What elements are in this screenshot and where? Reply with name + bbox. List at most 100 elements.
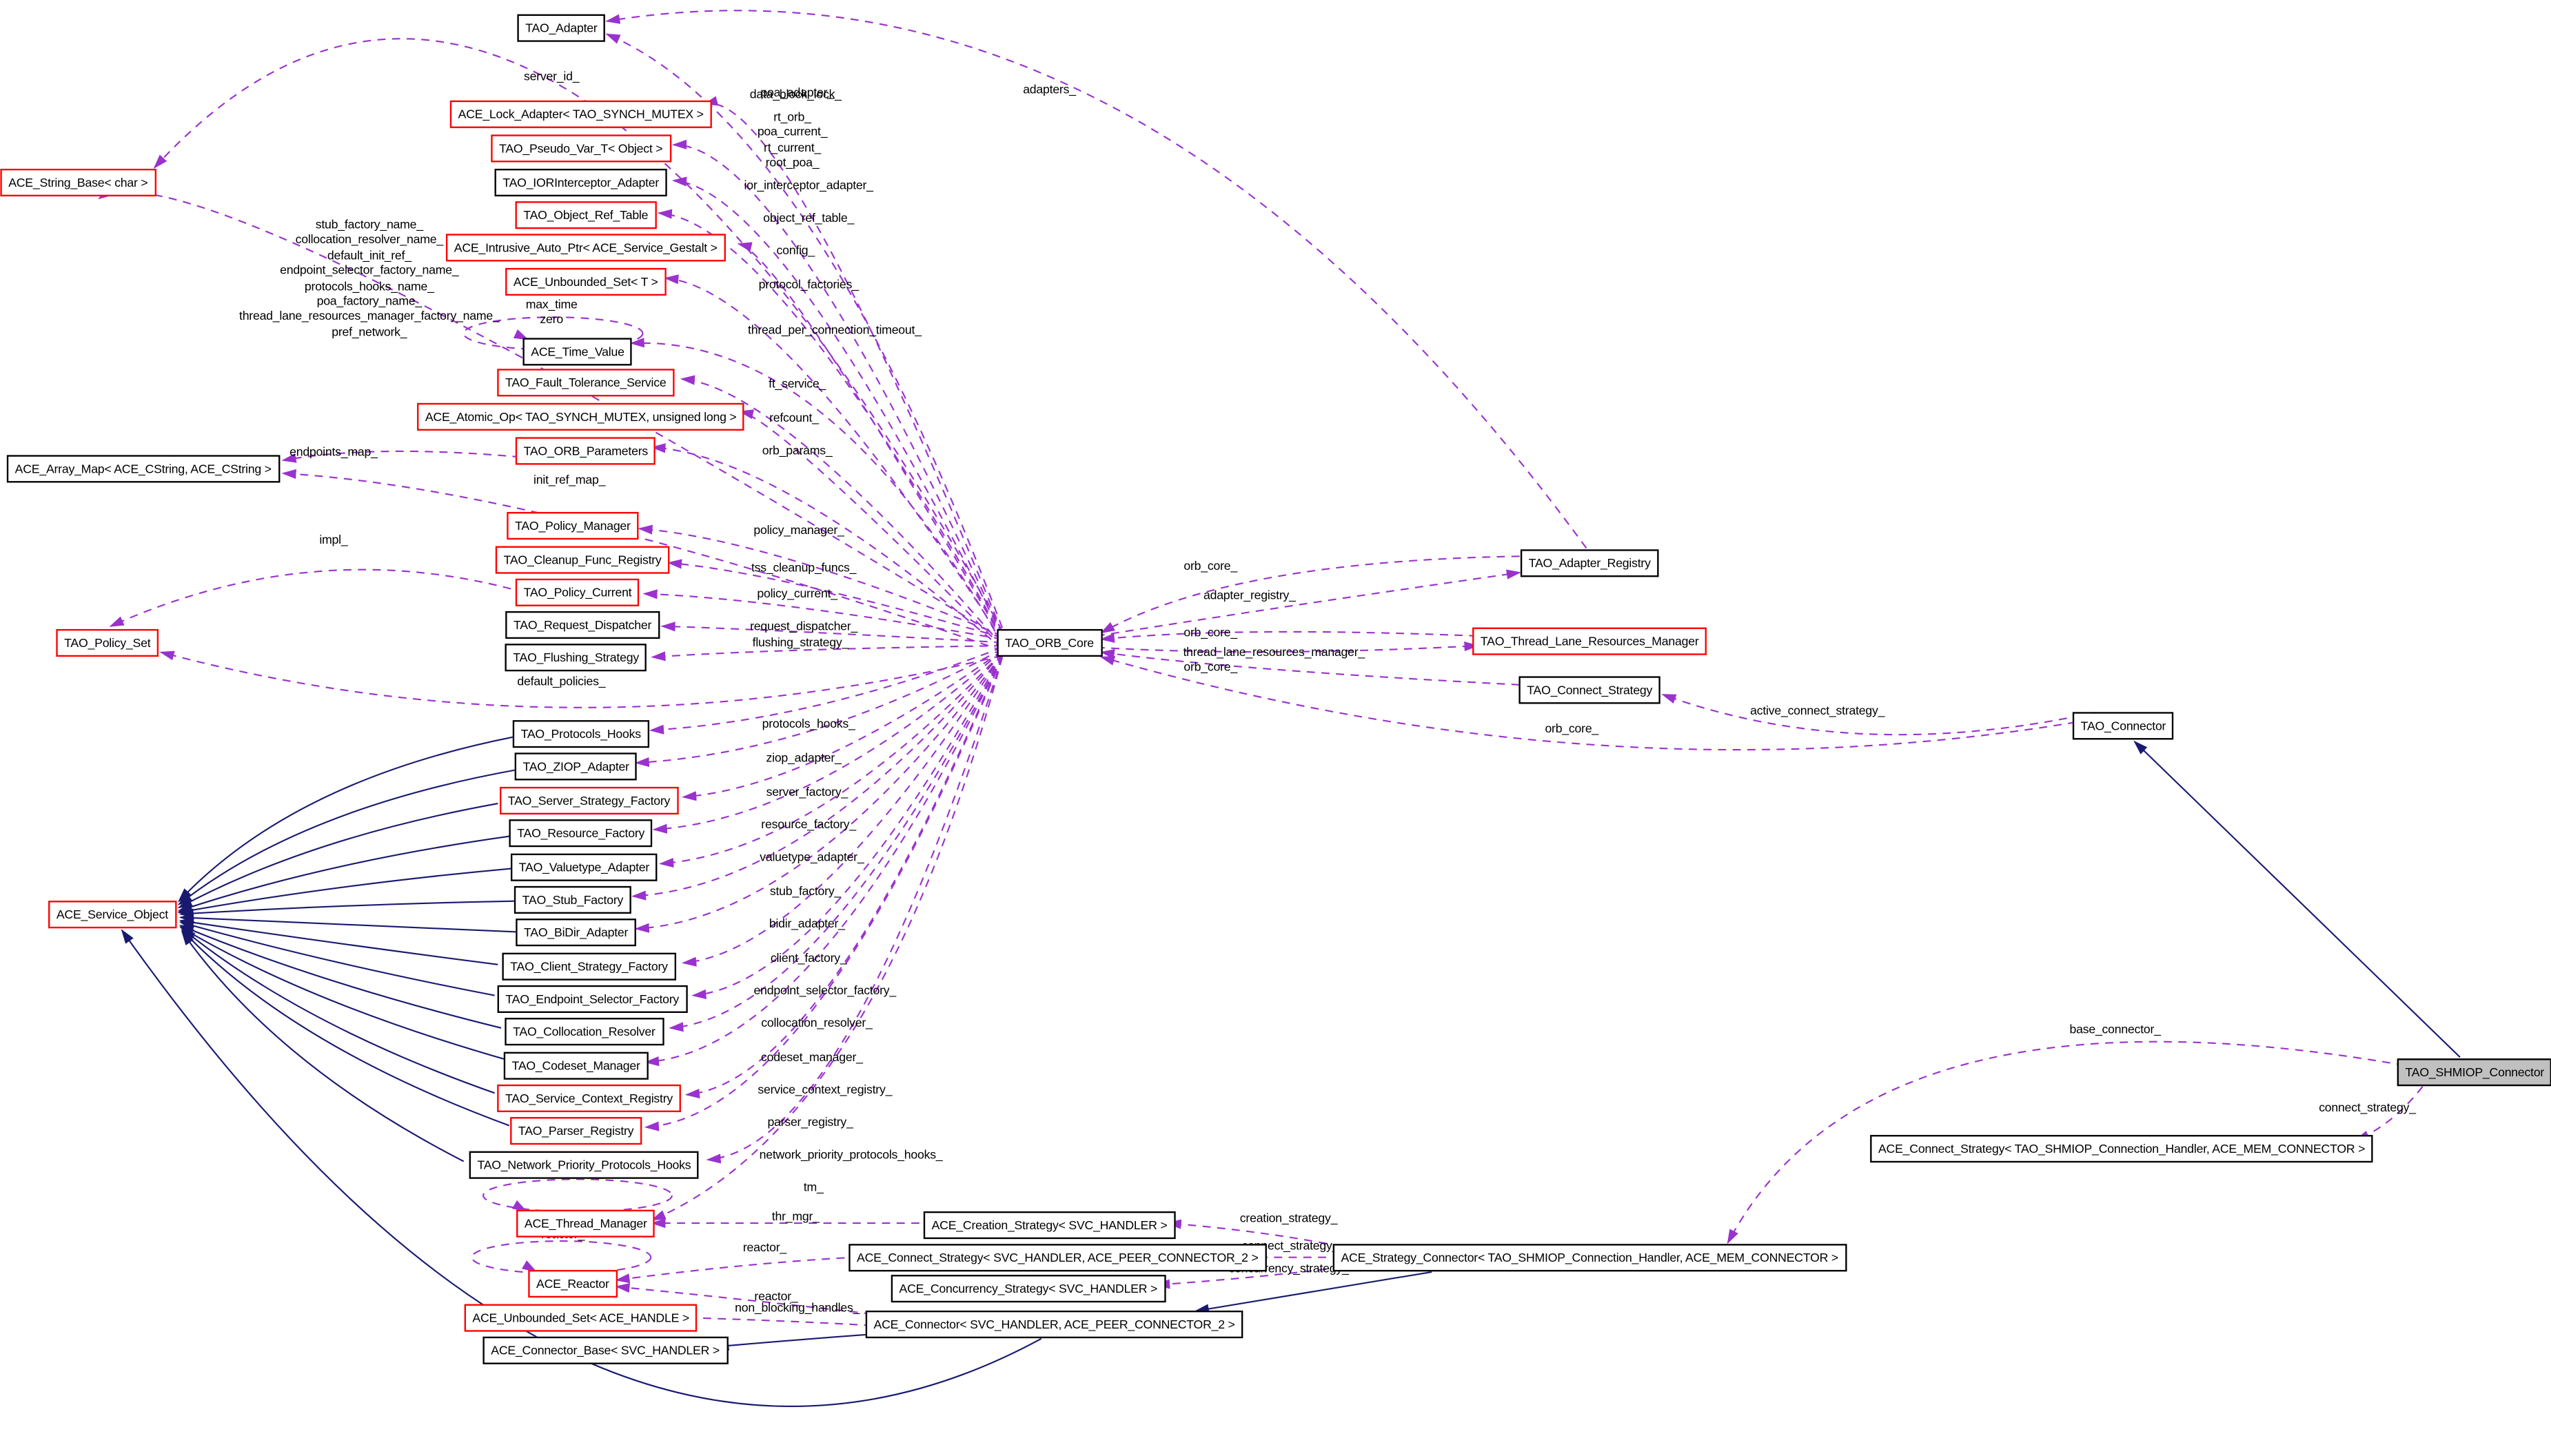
class-node-server_strategy_factory[interactable]: TAO_Server_Strategy_Factory	[500, 786, 678, 814]
edge-label: ft_service_	[769, 376, 826, 391]
class-node-protocols_hooks[interactable]: TAO_Protocols_Hooks	[512, 720, 649, 748]
class-node-shmiop_connector[interactable]: TAO_SHMIOP_Connector	[2397, 1058, 2551, 1086]
class-node-flushing_strategy[interactable]: TAO_Flushing_Strategy	[505, 644, 647, 671]
inheritance-edge	[179, 926, 510, 1062]
usage-edge	[1661, 693, 2096, 736]
class-node-thread_lane[interactable]: TAO_Thread_Lane_Resources_Manager	[1472, 627, 1707, 655]
class-node-cleanup_func[interactable]: TAO_Cleanup_Func_Registry	[495, 546, 670, 573]
class-node-stub_factory[interactable]: TAO_Stub_Factory	[514, 885, 631, 913]
usage-edge	[671, 139, 1004, 635]
class-node-service_object[interactable]: ACE_Service_Object	[48, 901, 176, 928]
usage-edge	[605, 33, 1004, 628]
inheritance-edge	[179, 900, 516, 919]
usage-edge	[159, 650, 1003, 708]
edge-label: policy_manager_	[753, 522, 844, 537]
edge-label: thread_per_connection_timeout_	[748, 322, 922, 338]
class-node-ace_connect_strategy_svc[interactable]: ACE_Connect_Strategy< SVC_HANDLER, ACE_P…	[848, 1244, 1267, 1271]
class-node-ace_connect_strategy_tao[interactable]: ACE_Connect_Strategy< TAO_SHMIOP_Connect…	[1870, 1135, 2374, 1162]
edge-label: bidir_adapter_	[769, 916, 845, 931]
edge-label: valuetype_adapter_	[760, 849, 864, 865]
class-node-unbounded_set_t[interactable]: ACE_Unbounded_Set< T >	[505, 267, 667, 295]
class-node-bidir_adapter[interactable]: TAO_BiDir_Adapter	[516, 919, 636, 946]
usage-edge	[651, 443, 1003, 650]
class-node-string_base[interactable]: ACE_String_Base< char >	[0, 168, 156, 196]
edge-label: impl_	[319, 532, 348, 547]
class-node-service_context_registry[interactable]: TAO_Service_Context_Registry	[497, 1084, 681, 1111]
usage-edge	[1096, 569, 1522, 637]
edge-label: adapters_	[1023, 81, 1076, 97]
edge-label: flushing_strategy_	[752, 635, 849, 650]
self-loop-edge	[471, 1240, 652, 1275]
edge-label: non_blocking_handles_	[735, 1300, 860, 1315]
class-node-parser_registry[interactable]: TAO_Parser_Registry	[510, 1117, 642, 1145]
class-node-policy_set[interactable]: TAO_Policy_Set	[56, 628, 159, 656]
edge-label: reactor_	[742, 1240, 786, 1255]
usage-edge	[1096, 642, 1479, 653]
usage-edge	[1099, 649, 1520, 686]
inheritance-edge	[177, 803, 498, 909]
edge-label: request_dispatcher_	[750, 618, 858, 633]
usage-edge	[738, 409, 1003, 648]
class-node-resource_factory[interactable]: TAO_Resource_Factory	[509, 819, 653, 847]
usage-edge	[642, 589, 1003, 640]
edge-label: policy_current_	[757, 586, 837, 601]
usage-edge	[657, 209, 1003, 638]
class-node-strategy_connector[interactable]: ACE_Strategy_Connector< TAO_SHMIOP_Conne…	[1332, 1244, 1847, 1271]
self-loop-arrowhead	[522, 1260, 537, 1272]
class-node-ace_connector[interactable]: ACE_Connector< SVC_HANDLER, ACE_PEER_CON…	[865, 1310, 1243, 1337]
usage-edge	[684, 655, 1004, 1099]
class-node-policy_manager[interactable]: TAO_Policy_Manager	[507, 511, 639, 539]
self-loop-arrowhead	[513, 329, 529, 340]
edge-label: stub_factory_	[769, 883, 842, 899]
inheritance-edge	[177, 768, 520, 905]
class-node-orb_core[interactable]: TAO_ORB_Core	[997, 628, 1102, 656]
usage-edge	[153, 38, 1003, 632]
class-node-reactor[interactable]: ACE_Reactor	[528, 1269, 618, 1297]
edge-label: orb_core_	[1183, 558, 1238, 573]
class-node-thread_manager[interactable]: ACE_Thread_Manager	[516, 1209, 655, 1237]
class-node-ft_service[interactable]: TAO_Fault_Tolerance_Service	[497, 369, 675, 396]
usage-edge	[1100, 555, 1520, 634]
edge-label: connect_strategy_	[2319, 1100, 2416, 1115]
edge-label: collocation_resolver_	[761, 1015, 873, 1030]
edge-label: stub_factory_name_collocation_resolver_n…	[239, 217, 500, 339]
class-node-valuetype_adapter[interactable]: TAO_Valuetype_Adapter	[510, 853, 658, 881]
usage-edge	[109, 568, 511, 627]
class-node-lock_adapter[interactable]: ACE_Lock_Adapter< TAO_SYNCH_MUTEX >	[449, 100, 712, 127]
class-node-creation_strategy[interactable]: ACE_Creation_Strategy< SVC_HANDLER >	[923, 1211, 1176, 1238]
edge-label: orb_params_	[762, 442, 833, 458]
class-node-network_priority[interactable]: TAO_Network_Priority_Protocols_Hooks	[469, 1151, 700, 1178]
usage-edge	[664, 274, 1003, 642]
class-node-object_ref_table[interactable]: TAO_Object_Ref_Table	[515, 201, 657, 229]
usage-edge	[615, 1255, 888, 1284]
usage-edge	[651, 657, 1004, 1221]
class-node-policy_current[interactable]: TAO_Policy_Current	[515, 578, 640, 606]
class-node-unbounded_set_handle[interactable]: ACE_Unbounded_Set< ACE_HANDLE >	[464, 1304, 698, 1331]
class-node-endpoint_selector_factory[interactable]: TAO_Endpoint_Selector_Factory	[497, 985, 687, 1012]
usage-edge	[644, 655, 1004, 1067]
class-node-codeset_manager[interactable]: TAO_Codeset_Manager	[503, 1052, 649, 1079]
class-node-connector[interactable]: TAO_Connector	[2072, 712, 2175, 739]
class-node-adapter[interactable]: TAO_Adapter	[517, 14, 606, 41]
usage-edge	[629, 338, 1003, 645]
class-node-orb_parameters[interactable]: TAO_ORB_Parameters	[515, 437, 656, 464]
class-node-client_strategy_factory[interactable]: TAO_Client_Strategy_Factory	[502, 952, 676, 980]
class-node-request_dispatcher[interactable]: TAO_Request_Dispatcher	[505, 611, 660, 638]
class-node-concurrency_strategy[interactable]: ACE_Concurrency_Strategy< SVC_HANDLER >	[891, 1275, 1166, 1302]
class-node-ior_interceptor[interactable]: TAO_IORInterceptor_Adapter	[494, 168, 667, 196]
edge-label: protocols_hooks_	[762, 716, 855, 731]
class-node-connect_strategy[interactable]: TAO_Connect_Strategy	[1518, 676, 1660, 704]
class-node-intrusive_auto_ptr[interactable]: ACE_Intrusive_Auto_Ptr< ACE_Service_Gest…	[445, 234, 726, 261]
self-loop-edge	[482, 1178, 673, 1213]
class-node-pseudo_var[interactable]: TAO_Pseudo_Var_T< Object >	[491, 134, 671, 162]
class-node-array_map[interactable]: ACE_Array_Map< ACE_CString, ACE_CString …	[6, 455, 280, 482]
class-node-collocation_resolver[interactable]: TAO_Collocation_Resolver	[505, 1018, 664, 1045]
class-node-time_value[interactable]: ACE_Time_Value	[522, 338, 633, 365]
class-node-ziop_adapter[interactable]: TAO_ZIOP_Adapter	[514, 752, 638, 780]
usage-edge	[669, 655, 1004, 1032]
class-node-adapter_registry[interactable]: TAO_Adapter_Registry	[1520, 549, 1659, 577]
class-node-connector_base[interactable]: ACE_Connector_Base< SVC_HANDLER >	[482, 1336, 728, 1364]
usage-edge	[649, 646, 1003, 735]
class-node-atomic_op[interactable]: ACE_Atomic_Op< TAO_SYNCH_MUTEX, unsigned…	[417, 402, 745, 430]
